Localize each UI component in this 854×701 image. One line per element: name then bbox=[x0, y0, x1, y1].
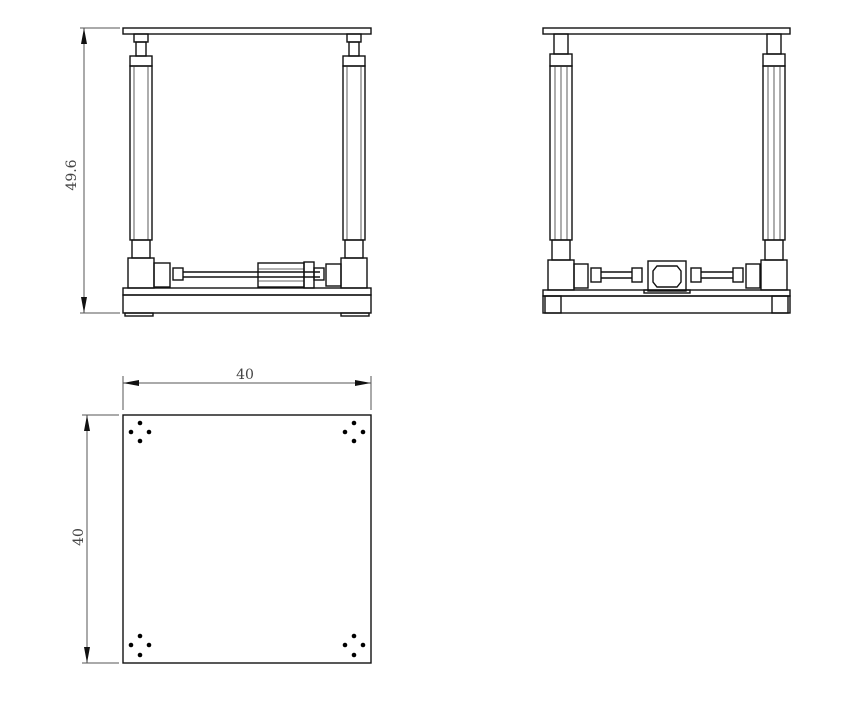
width-dimension-label: 40 bbox=[236, 367, 254, 383]
hole-groups bbox=[128, 420, 366, 658]
height-dimension: 49.6 bbox=[64, 27, 120, 314]
left-column bbox=[127, 33, 155, 289]
base-frame bbox=[122, 287, 372, 317]
bottom-view: 40 40 bbox=[71, 367, 372, 664]
front-view: 49.6 bbox=[64, 27, 372, 317]
top-plate bbox=[542, 27, 791, 35]
right-column bbox=[760, 33, 788, 291]
hole-group-bottom-right bbox=[342, 633, 366, 658]
hole-group-bottom-left bbox=[128, 633, 152, 658]
base-frame bbox=[542, 289, 791, 314]
depth-dimension-label: 40 bbox=[71, 528, 87, 546]
left-column bbox=[547, 33, 575, 291]
drive-shaft-assembly bbox=[573, 260, 761, 294]
top-plate bbox=[122, 27, 372, 35]
motor bbox=[257, 262, 305, 288]
gearbox bbox=[647, 260, 687, 292]
hole-group-top-left bbox=[128, 420, 152, 444]
hole-group-top-right bbox=[342, 420, 366, 444]
width-dimension: 40 bbox=[122, 367, 372, 410]
base-outline bbox=[122, 414, 372, 664]
right-column bbox=[340, 33, 368, 289]
height-dimension-label: 49.6 bbox=[64, 159, 80, 190]
depth-dimension: 40 bbox=[71, 414, 119, 664]
side-view bbox=[542, 27, 791, 314]
drive-shaft-assembly bbox=[153, 261, 342, 289]
